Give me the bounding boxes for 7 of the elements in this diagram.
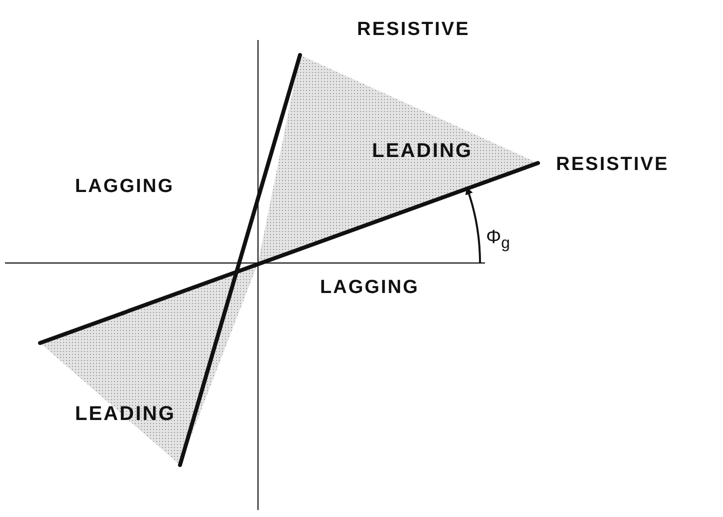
region-label: LAGGING: [75, 177, 174, 196]
axis-label: RESISTIVE: [556, 155, 669, 174]
region-label: LEADING: [75, 404, 176, 424]
region-label: LAGGING: [320, 278, 420, 297]
axis-label: RESISTIVE: [357, 20, 470, 39]
angle-label: Φ$_{g}$: [486, 228, 510, 252]
region-label: LEADING: [372, 141, 472, 161]
